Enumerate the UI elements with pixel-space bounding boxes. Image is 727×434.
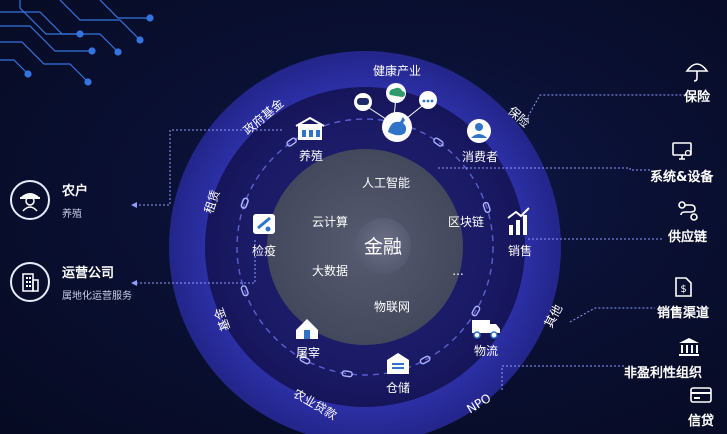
company-building-icon [10, 262, 50, 302]
farmer-icon [10, 180, 50, 220]
farmer-title: 农户 [62, 184, 89, 199]
chain-link-mark [299, 355, 311, 365]
dollar-tag-icon: $ [670, 274, 696, 300]
node-sales: 销售 [507, 207, 532, 258]
right-item-insurance[interactable]: 保险 [684, 58, 710, 105]
right-label-credit: 信贷 [688, 414, 715, 429]
supply-chain-icon [675, 198, 701, 224]
inner-term-bigdata: 大数据 [312, 263, 348, 278]
right-item-systems[interactable]: 系统&设备 [650, 138, 713, 185]
right-item-supply-chain[interactable]: 供应链 [668, 198, 707, 245]
right-label-systems: 系统&设备 [650, 170, 714, 185]
node-warehouse: 仓储 [386, 353, 410, 395]
hen-icon [382, 112, 412, 142]
left-connectors [132, 129, 282, 284]
more-dots-icon [419, 91, 437, 109]
inner-term-cloud: 云计算 [312, 214, 348, 229]
right-label-sales-channel: 销售渠道 [657, 306, 710, 321]
operating-company-card[interactable]: 运营公司 属地化运营服务 [10, 262, 132, 302]
farmer-card[interactable]: 农户 养殖 [10, 180, 88, 220]
right-item-npo[interactable]: 非盈利性组织 [624, 334, 702, 381]
monitor-icon [669, 138, 695, 164]
inner-term-etc: ... [452, 264, 463, 278]
node-label-breeding: 养殖 [299, 148, 323, 163]
livestock-icon [354, 93, 372, 111]
right-item-credit[interactable]: 信贷 [688, 382, 714, 429]
node-label-logistics: 物流 [474, 344, 498, 358]
farmer-subtitle: 养殖 [62, 209, 82, 220]
arrow-head [131, 202, 137, 208]
node-label-slaughter: 屠宰 [296, 345, 320, 360]
inner-term-iot: 物联网 [374, 300, 410, 314]
right-connectors [438, 94, 684, 390]
outer-label-health: 健康产业 [373, 63, 421, 78]
center-label: 金融 [364, 236, 402, 258]
chain-link-mark [240, 285, 249, 297]
arrow-head [131, 280, 137, 286]
right-label-supply-chain: 供应链 [668, 230, 708, 245]
health-industry-cluster [354, 83, 437, 142]
credit-card-icon [688, 382, 714, 408]
right-label-npo: 非盈利性组织 [624, 366, 703, 381]
company-title: 运营公司 [62, 266, 115, 281]
node-label-consumer: 消费者 [462, 150, 498, 164]
chain-link-marks [240, 137, 491, 378]
cloud-sync-icon [386, 83, 406, 103]
chain-link-mark [433, 137, 444, 147]
node-logistics: 物流 [472, 320, 500, 358]
institution-icon [676, 334, 702, 360]
node-label-sales: 销售 [508, 243, 532, 258]
chain-link-mark [482, 201, 491, 213]
node-label-warehouse: 仓储 [386, 380, 410, 395]
chain-link-mark [341, 370, 353, 378]
node-quarantine: 检疫 [252, 214, 276, 258]
chain-link-mark [240, 197, 249, 209]
node-breeding: 养殖 [295, 116, 325, 163]
node-slaughter: 屠宰 [296, 319, 320, 360]
node-label-quarantine: 检疫 [252, 243, 276, 258]
inner-term-ai: 人工智能 [362, 175, 410, 190]
chain-link-mark [286, 137, 297, 147]
center-circle [355, 218, 411, 274]
right-item-sales-channel[interactable]: $ 销售渠道 [657, 274, 709, 321]
chain-link-mark [471, 305, 481, 317]
svg-text:$: $ [680, 284, 686, 295]
chain-link-mark [419, 355, 431, 365]
node-consumer: 消费者 [462, 119, 498, 164]
circuit-decoration [0, 0, 154, 86]
right-label-insurance: 保险 [684, 90, 711, 105]
inner-term-blockchain: 区块链 [448, 214, 484, 229]
company-subtitle: 属地化运营服务 [62, 291, 132, 302]
chain-track [236, 118, 494, 376]
umbrella-icon [684, 58, 710, 84]
